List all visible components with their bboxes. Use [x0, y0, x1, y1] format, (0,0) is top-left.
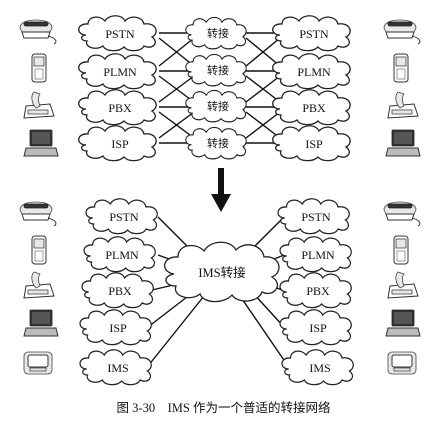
bottom-clouds-left: PSTN PLMN PBX ISP IMS [79, 198, 158, 386]
switch-label: 转接 [207, 136, 229, 150]
top-row-3: PBX 转接 PBX [78, 89, 351, 126]
cloud-pbx-right-bottom: PBX [279, 272, 352, 309]
cloud-plmn-right-bottom: PLMN [279, 236, 352, 273]
hub-label: IMS转接 [198, 265, 246, 280]
mobile-phone-icon [31, 53, 47, 83]
pda-icon [387, 351, 417, 375]
cloud-label: ISP [109, 321, 127, 335]
down-arrow-icon [211, 168, 231, 212]
cloud-label: PLMN [297, 65, 331, 79]
top-row-1: PSTN 转接 PSTN [78, 15, 351, 52]
cloud-label: IMS [107, 361, 128, 375]
cloud-plmn-right: PLMN [272, 53, 351, 90]
switch-node-3: 转接 [185, 89, 247, 123]
figure-caption: 图 3-30 IMS 作为一个普适的转接网络 [116, 401, 331, 415]
cordless-phone-icon [23, 271, 55, 299]
cloud-ims-left-bottom: IMS [79, 349, 152, 386]
mobile-phone-icon [393, 53, 409, 83]
phone-icon [19, 19, 57, 45]
cloud-plmn-left-bottom: PLMN [83, 236, 156, 273]
cloud-pbx-left: PBX [78, 89, 157, 126]
top-row-4: ISP 转接 ISP [78, 125, 351, 162]
cloud-ims-right-bottom: IMS [281, 349, 354, 386]
laptop-icon [23, 309, 59, 337]
switch-label: 转接 [207, 26, 229, 40]
cloud-isp-left-bottom: ISP [79, 309, 152, 346]
cloud-label: PSTN [109, 210, 139, 224]
cloud-label: IMS [309, 361, 330, 375]
top-devices-right [383, 19, 421, 157]
cordless-phone-icon [387, 271, 419, 299]
bottom-clouds-right: PSTN PLMN PBX ISP IMS [277, 198, 354, 386]
cloud-pstn-right: PSTN [272, 15, 351, 52]
cloud-label: PSTN [301, 210, 331, 224]
cloud-label: PLMN [105, 248, 139, 262]
top-row-2: PLMN 转接 PLMN [78, 53, 351, 90]
cordless-phone-icon [23, 91, 55, 119]
cloud-isp-right-bottom: ISP [279, 309, 352, 346]
cloud-label: PBX [302, 101, 326, 115]
cloud-label: PBX [108, 101, 132, 115]
bottom-section: IMS转接 PSTN PLMN PBX ISP IMS [19, 198, 421, 386]
cloud-label: PSTN [105, 27, 135, 41]
switch-node-1: 转接 [185, 16, 247, 50]
laptop-icon [385, 129, 421, 157]
switch-node-4: 转接 [185, 126, 247, 160]
cloud-label: PLMN [103, 65, 137, 79]
cloud-label: ISP [305, 137, 323, 151]
mobile-phone-icon [31, 235, 47, 265]
top-links [158, 32, 281, 144]
switch-label: 转接 [207, 63, 229, 77]
cloud-isp-right: ISP [272, 125, 351, 162]
cloud-label: ISP [309, 321, 327, 335]
phone-icon [383, 19, 421, 45]
cloud-pbx-right: PBX [272, 89, 351, 126]
pda-icon [23, 351, 53, 375]
cloud-pbx-left-bottom: PBX [81, 272, 154, 309]
mobile-phone-icon [393, 235, 409, 265]
bottom-devices-left [19, 201, 59, 375]
phone-icon [19, 201, 57, 227]
ims-switch-hub: IMS转接 [163, 241, 280, 303]
cloud-pstn-right-bottom: PSTN [277, 198, 350, 235]
switch-label: 转接 [207, 99, 229, 113]
laptop-icon [23, 129, 59, 157]
cloud-pstn-left-bottom: PSTN [85, 198, 158, 235]
cloud-label: PBX [306, 284, 330, 298]
cloud-label: PBX [108, 284, 132, 298]
cloud-label: PLMN [301, 248, 335, 262]
top-section: PSTN 转接 PSTN PLMN 转接 PLMN [19, 15, 421, 162]
cloud-label: PSTN [299, 27, 329, 41]
bottom-devices-right [383, 201, 421, 375]
laptop-icon [385, 309, 421, 337]
phone-icon [383, 201, 421, 227]
cloud-plmn-left: PLMN [78, 53, 157, 90]
cloud-isp-left: ISP [78, 125, 157, 162]
top-devices-left [19, 19, 59, 157]
switch-node-2: 转接 [185, 53, 247, 87]
cordless-phone-icon [387, 91, 419, 119]
cloud-pstn-left: PSTN [78, 15, 157, 52]
cloud-label: ISP [111, 137, 129, 151]
